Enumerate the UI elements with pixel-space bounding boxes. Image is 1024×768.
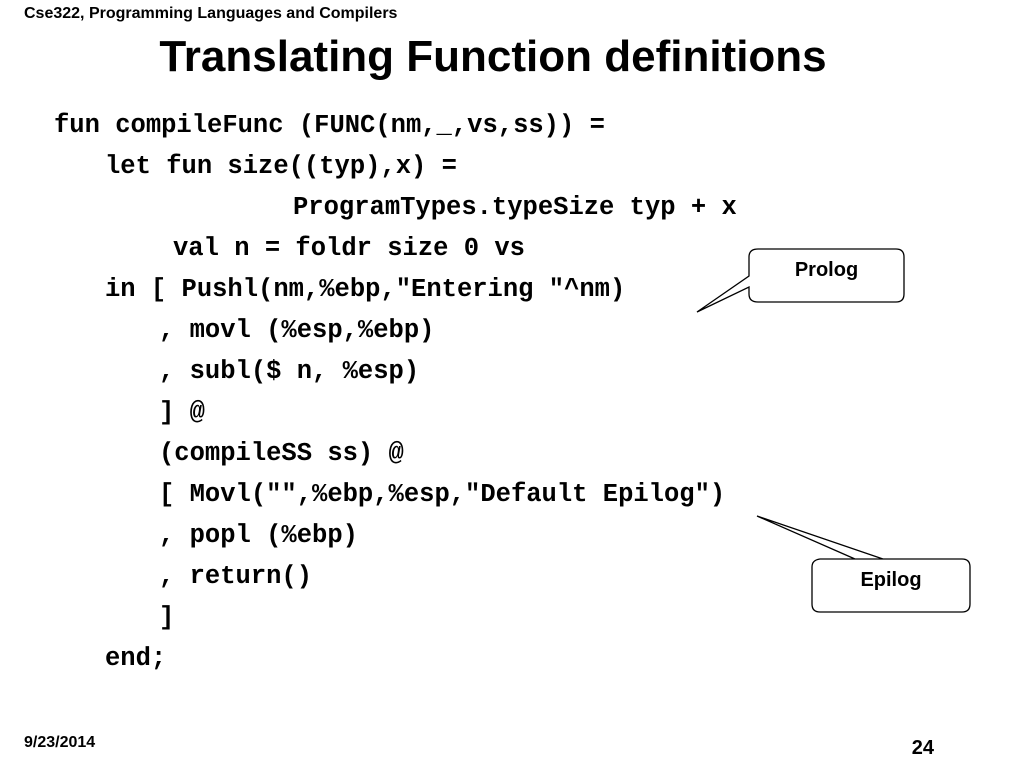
code-line: ProgramTypes.typeSize typ + x: [293, 193, 737, 222]
code-line: fun compileFunc (FUNC(nm,_,vs,ss)) =: [54, 111, 605, 140]
code-line: (compileSS ss) @: [159, 439, 404, 468]
epilog-callout-label: Epilog: [860, 569, 922, 591]
code-line: , movl (%esp,%ebp): [159, 316, 435, 345]
course-header: Cse322, Programming Languages and Compil…: [24, 5, 398, 22]
code-line: ]: [159, 603, 175, 632]
code-line: let fun size((typ),x) =: [105, 152, 457, 181]
code-line: in [ Pushl(nm,%ebp,"Entering "^nm): [105, 275, 626, 304]
code-line: end;: [105, 644, 167, 673]
code-line: , subl($ n, %esp): [159, 357, 420, 386]
code-line: val n = foldr size 0 vs: [173, 234, 525, 263]
code-line: , return(): [159, 562, 313, 591]
page-number: 24: [911, 737, 934, 759]
footer-date: 9/23/2014: [24, 734, 96, 751]
code-line: [ Movl("",%ebp,%esp,"Default Epilog"): [159, 480, 726, 509]
code-line: ] @: [159, 398, 205, 427]
slide-title: Translating Function definitions: [159, 32, 827, 81]
prolog-callout-label: Prolog: [794, 259, 859, 281]
code-line: , popl (%ebp): [159, 521, 358, 550]
